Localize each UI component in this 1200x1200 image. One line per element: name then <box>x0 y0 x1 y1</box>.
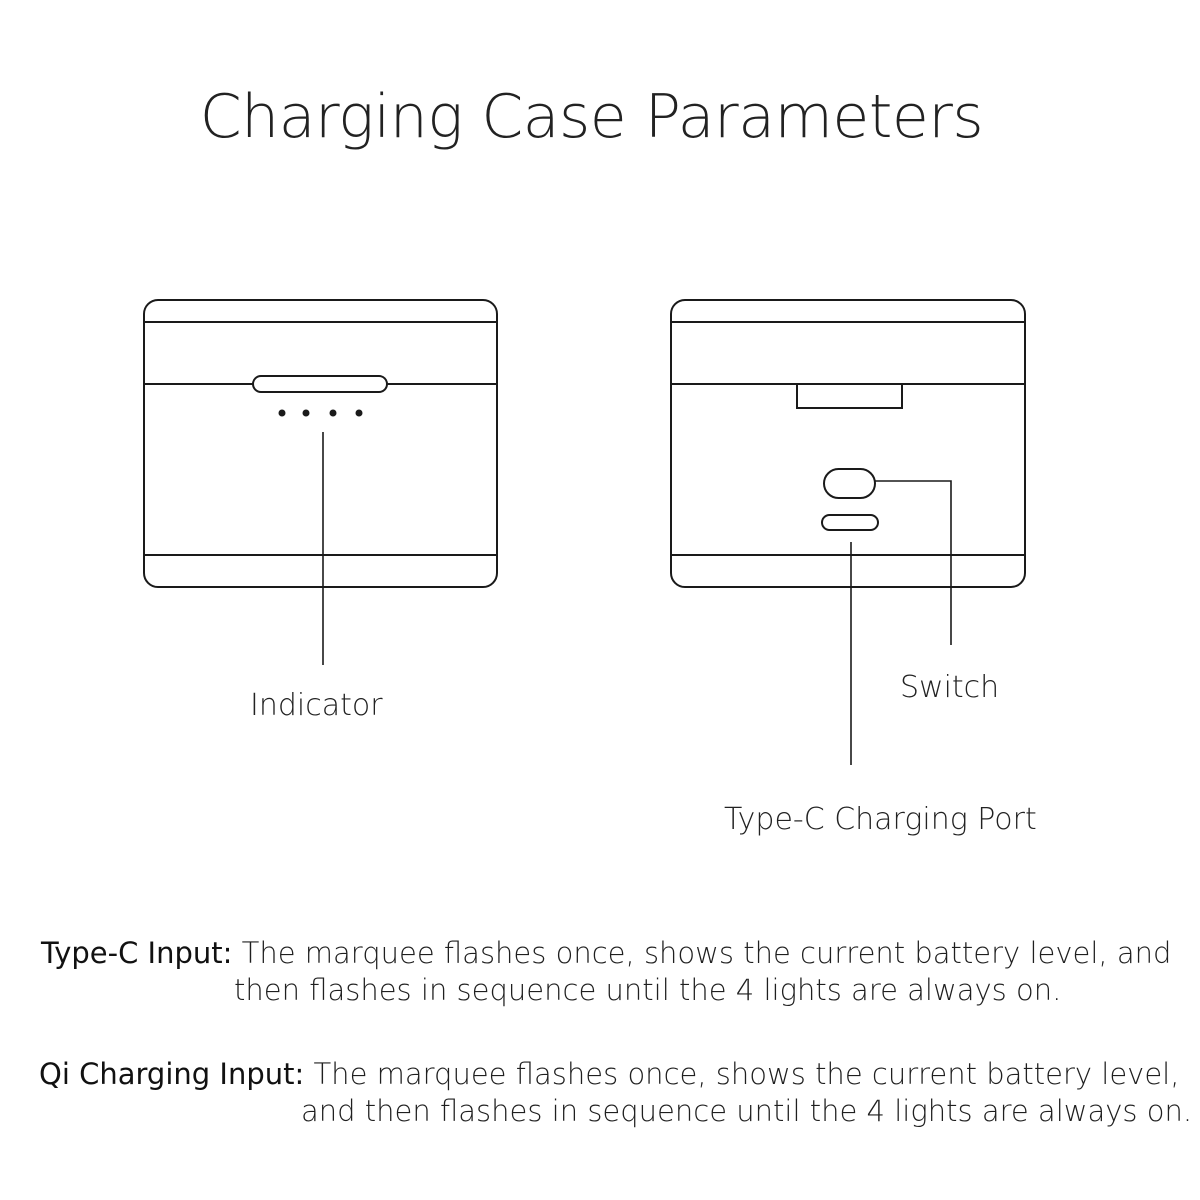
case-front-view <box>143 299 498 665</box>
switch-label: Switch <box>900 670 1000 705</box>
type-c-port-shape <box>821 514 879 531</box>
indicator-light-2 <box>302 409 310 417</box>
indicator-light-3 <box>329 409 337 417</box>
note-line-2: then flashes in sequence until the 4 lig… <box>234 973 1062 1007</box>
note-type-c-input: Type-C Input: The marquee flashes once, … <box>41 935 1171 1009</box>
port-label: Type-C Charging Port <box>724 802 1037 837</box>
switch-shape <box>823 468 876 499</box>
case-back-view <box>670 299 1026 765</box>
hinge-notch <box>796 384 903 409</box>
note-line-1: The marquee flashes once, shows the curr… <box>241 936 1172 970</box>
note-term: Qi Charging Input: <box>39 1057 305 1091</box>
indicator-light-4 <box>355 409 363 417</box>
note-line-2: and then flashes in sequence until the 4… <box>301 1094 1193 1128</box>
page-title: Charging Case Parameters <box>199 82 984 152</box>
note-term: Type-C Input: <box>41 936 233 970</box>
note-qi-charging-input: Qi Charging Input: The marquee flashes o… <box>39 1056 1192 1130</box>
note-line-1: The marquee flashes once, shows the curr… <box>313 1057 1180 1091</box>
indicator-light-1 <box>278 409 286 417</box>
lid-slot <box>252 375 388 393</box>
indicator-label: Indicator <box>250 688 383 723</box>
indicator-lights <box>278 409 363 417</box>
switch-leader-line <box>875 480 952 645</box>
